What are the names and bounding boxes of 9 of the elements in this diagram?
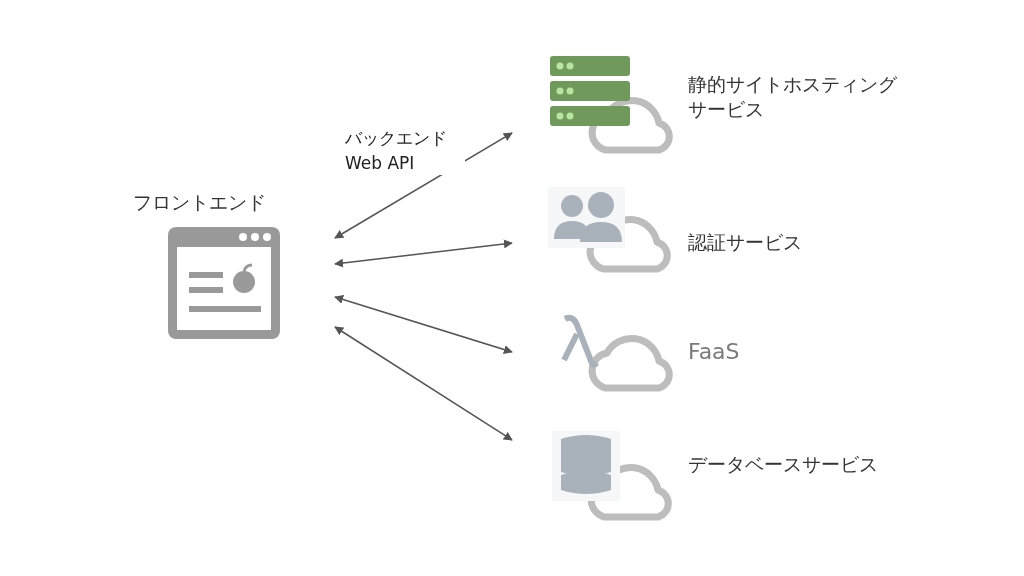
service-label: 認証サービス xyxy=(688,230,803,255)
node-heading: フロントエンド xyxy=(133,190,267,215)
service-label: 静的サイトホスティングサービス xyxy=(688,72,898,122)
service-label: FaaS xyxy=(688,338,741,366)
double-arrow xyxy=(334,295,513,354)
service-label: データベースサービス xyxy=(688,452,879,477)
double-arrow xyxy=(334,239,513,268)
double-arrow xyxy=(334,132,513,239)
double-arrow xyxy=(334,326,513,441)
